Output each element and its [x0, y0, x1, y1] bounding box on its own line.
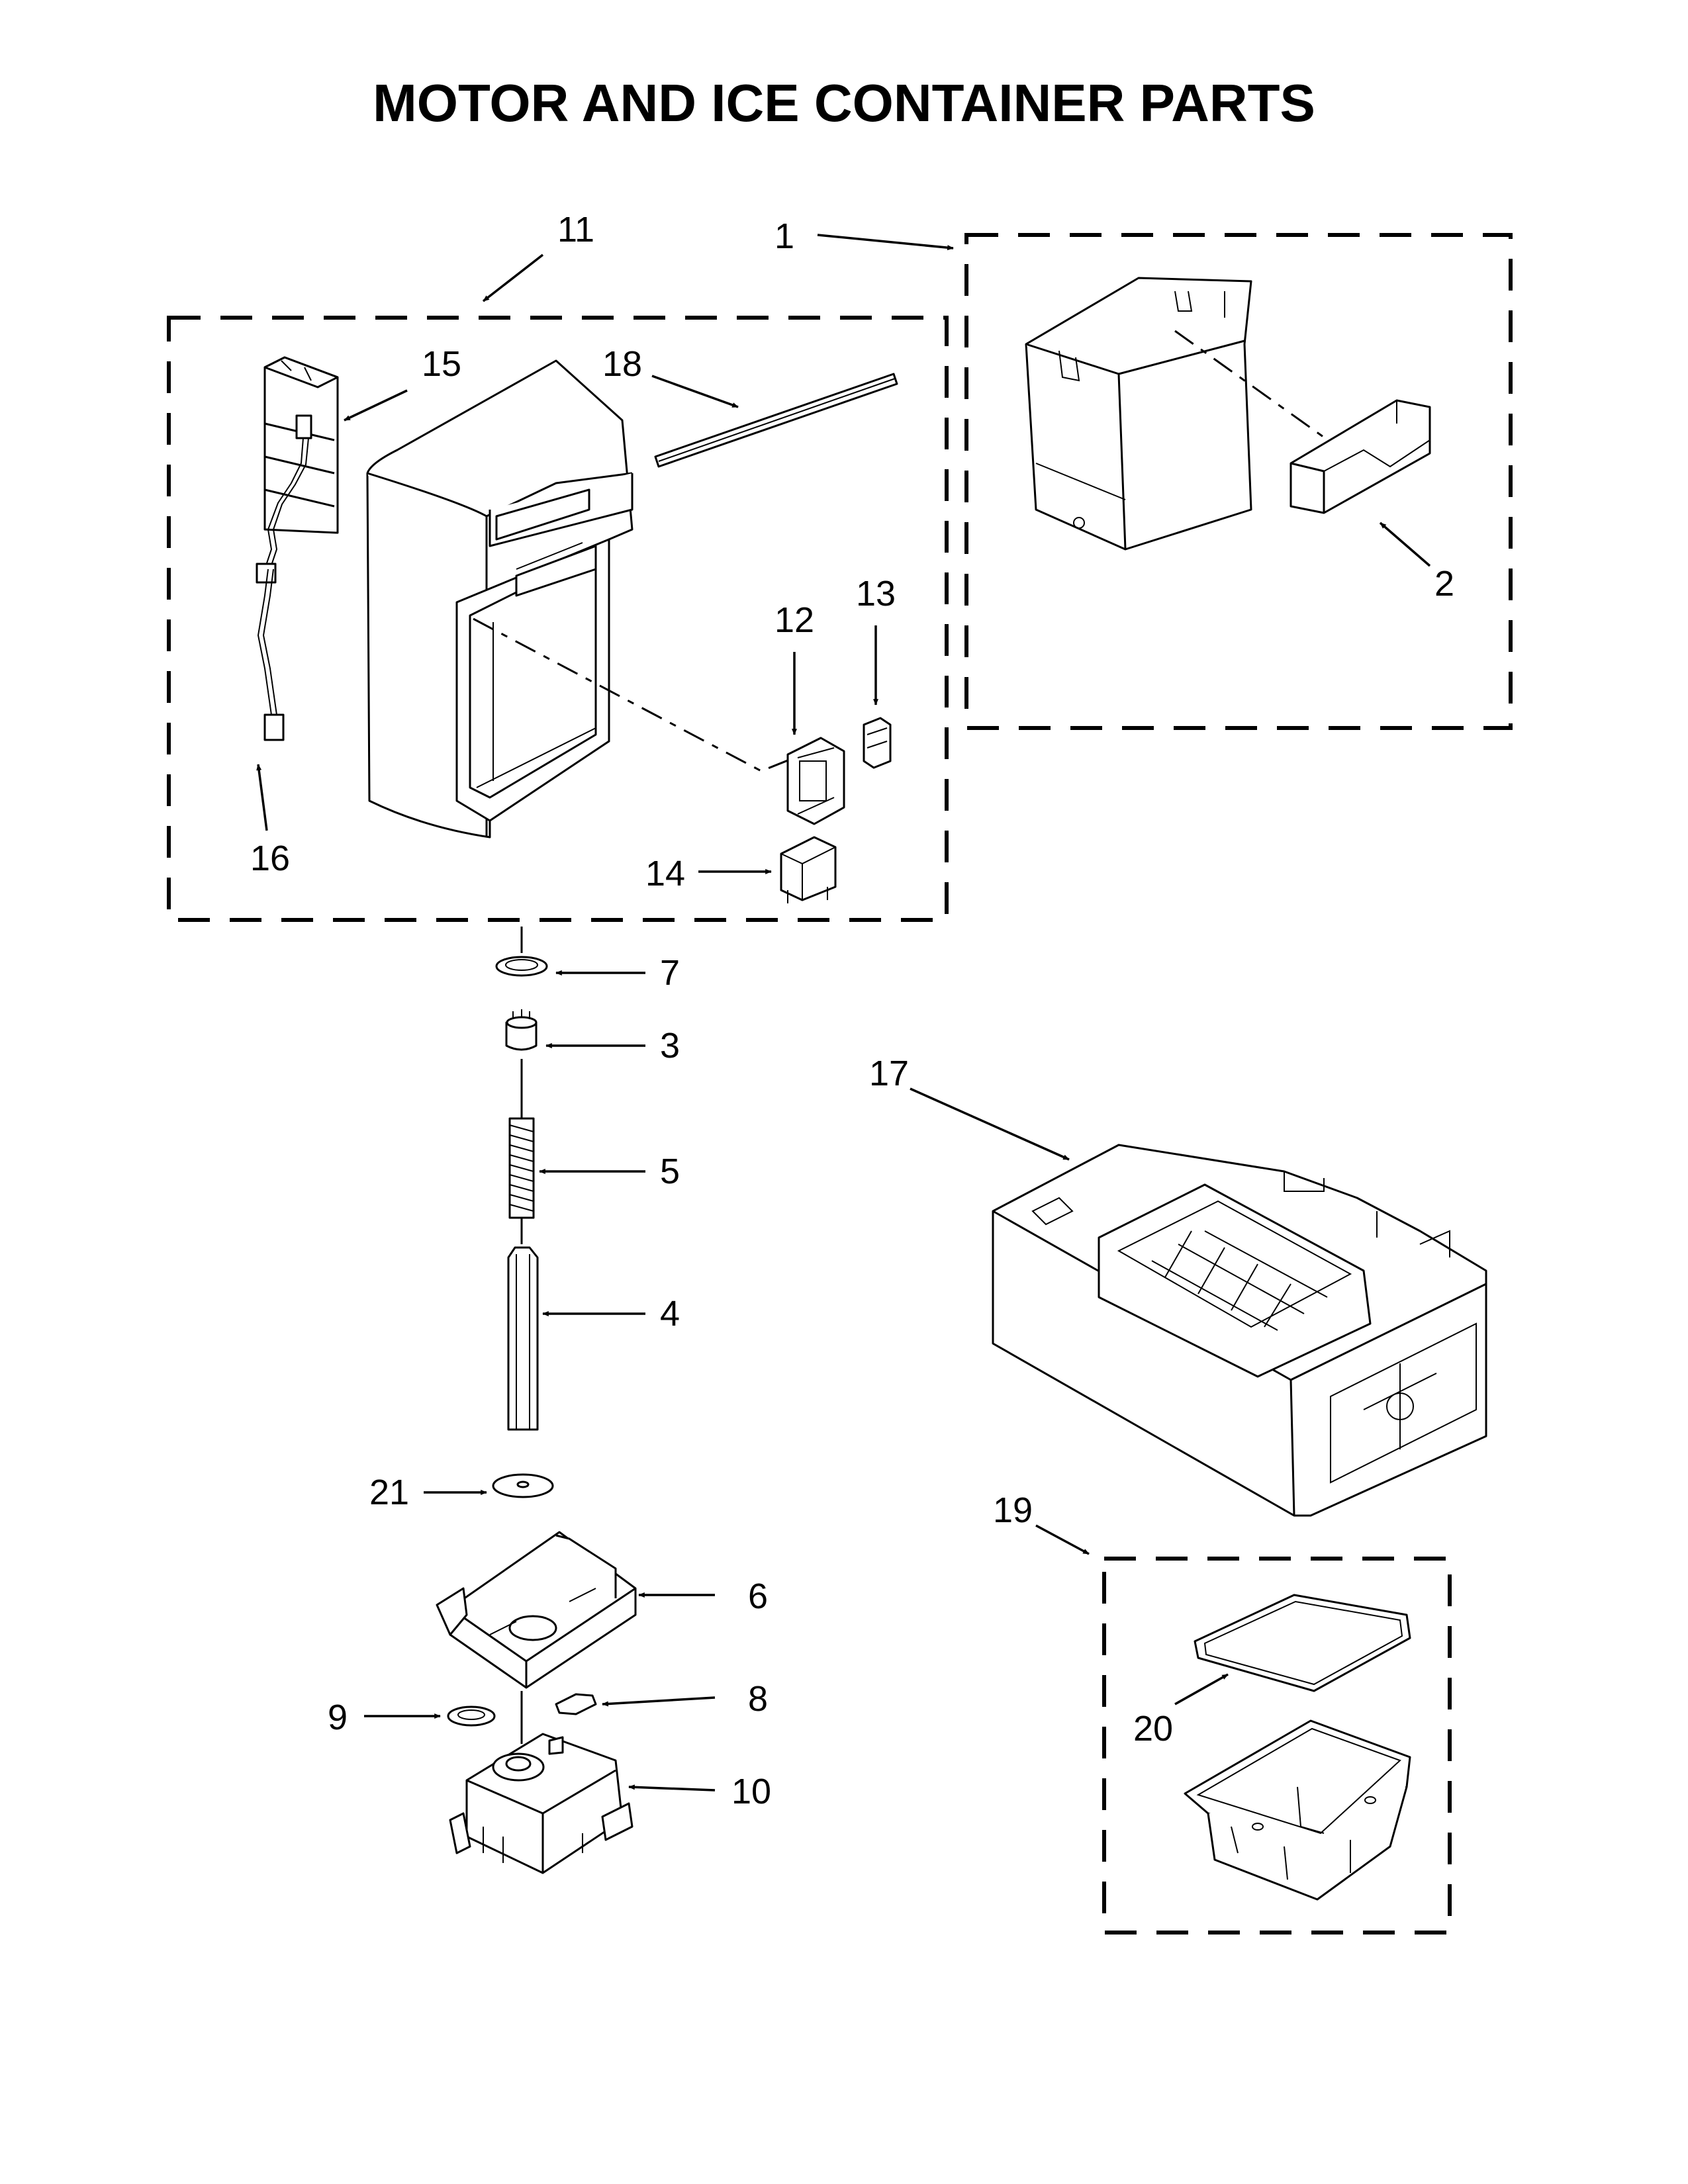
- part-12-switch-bracket: [786, 737, 845, 825]
- assembly-box-19: [1102, 1557, 1452, 1934]
- arrow-20: [1174, 1673, 1229, 1706]
- part-7-washer: [495, 956, 548, 977]
- centerline-1-2: [1174, 330, 1338, 448]
- part-16-wire-harness: [256, 414, 312, 741]
- part-5-spring: [508, 1117, 535, 1219]
- callout-20: 20: [1133, 1709, 1173, 1749]
- assembly-box-11: [167, 316, 949, 922]
- callout-10: 10: [731, 1772, 771, 1811]
- callout-16: 16: [250, 839, 290, 878]
- arrow-2: [1379, 522, 1431, 567]
- part-4-drive-shaft: [507, 1246, 539, 1431]
- arrow-18: [651, 375, 739, 408]
- part-9-washer: [447, 1706, 496, 1727]
- callout-17: 17: [869, 1054, 909, 1093]
- arrow-1: [817, 234, 954, 251]
- callout-13: 13: [856, 574, 896, 614]
- arrow-10: [628, 1784, 716, 1792]
- part-1-ice-bucket: [1025, 277, 1252, 551]
- centerline-11-12: [473, 617, 795, 772]
- arrow-8: [602, 1696, 716, 1707]
- arrow-11: [482, 253, 544, 302]
- arrow-15: [344, 389, 408, 422]
- assembly-box-1: [964, 233, 1513, 730]
- callout-6: 6: [748, 1576, 768, 1616]
- arrow-19: [1035, 1524, 1090, 1555]
- part-2-bucket-base: [1289, 399, 1431, 514]
- callout-7: 7: [660, 953, 680, 993]
- callout-18: 18: [602, 344, 642, 384]
- callout-1: 1: [774, 216, 794, 256]
- callout-19: 19: [993, 1490, 1033, 1530]
- callout-9: 9: [328, 1698, 348, 1737]
- callout-12: 12: [774, 600, 814, 640]
- callout-14: 14: [645, 854, 685, 893]
- callout-8: 8: [748, 1679, 768, 1719]
- part-3-coupler: [505, 1009, 538, 1051]
- part-14-relay: [780, 836, 837, 903]
- callout-11: 11: [557, 210, 594, 250]
- part-13-switch: [863, 717, 892, 769]
- callout-4: 4: [660, 1294, 680, 1334]
- part-17-ice-maker: [992, 1144, 1487, 1517]
- callout-2: 2: [1434, 564, 1454, 604]
- part-18-seal-strip: [654, 373, 898, 468]
- callout-15: 15: [422, 344, 461, 384]
- arrow-16: [256, 764, 268, 831]
- callout-5: 5: [660, 1152, 680, 1191]
- callout-3: 3: [660, 1026, 680, 1066]
- part-10-auger-motor: [449, 1733, 633, 1874]
- arrow-17: [910, 1087, 1070, 1161]
- part-15-bracket: [263, 356, 339, 534]
- part-6-motor-bracket: [436, 1531, 637, 1689]
- part-11-housing: [366, 359, 633, 839]
- part-19-tray: [1184, 1719, 1411, 1901]
- part-8-magnet: [555, 1693, 597, 1715]
- part-20-gasket: [1194, 1594, 1411, 1692]
- part-21-washer: [492, 1473, 554, 1498]
- diagram-title: MOTOR AND ICE CONTAINER PARTS: [373, 73, 1315, 132]
- callout-21: 21: [369, 1473, 409, 1512]
